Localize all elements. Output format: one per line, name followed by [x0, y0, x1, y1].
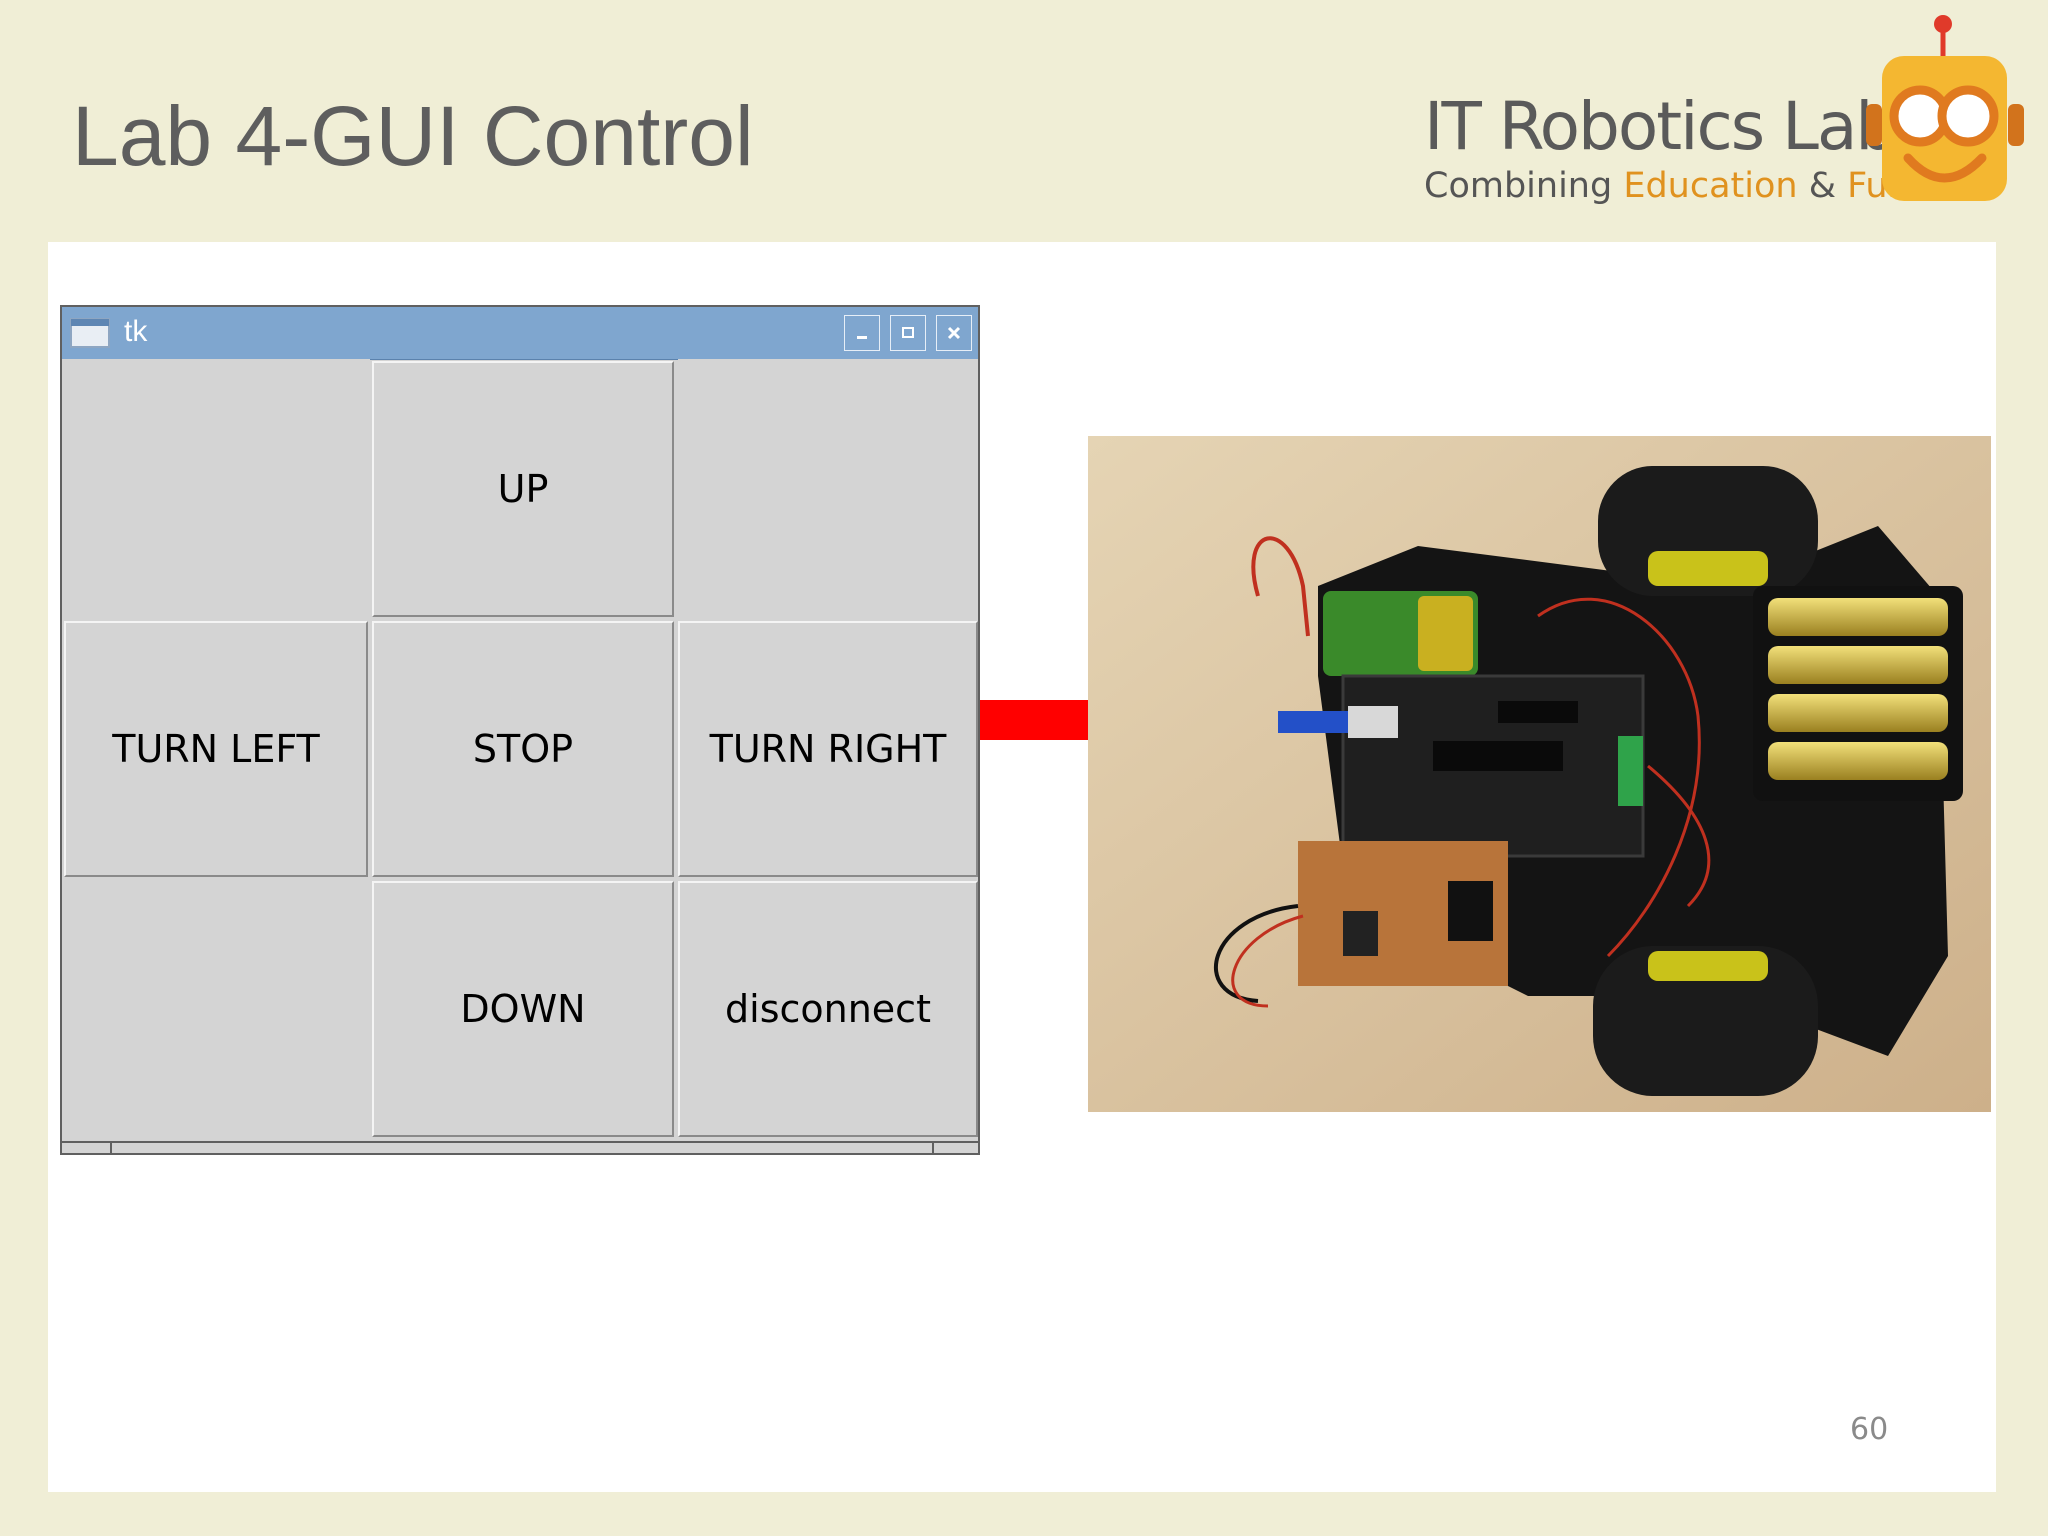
close-button[interactable] — [936, 315, 972, 351]
robot-car-photo — [1088, 436, 1991, 1112]
window-bottom-edge — [62, 1141, 978, 1153]
button-grid: UP TURN LEFT STOP TURN RIGHT DOWN discon… — [62, 359, 978, 1145]
empty-cell-top-right — [678, 359, 978, 621]
app-window-icon — [70, 318, 110, 348]
turn-right-button[interactable]: TURN RIGHT — [678, 621, 978, 877]
minimize-icon — [857, 336, 867, 339]
close-icon — [947, 326, 961, 340]
tk-window: tk UP TURN LEFT STOP TURN RIGHT DOWN dis… — [60, 305, 980, 1155]
maximize-icon — [902, 327, 914, 338]
maximize-button[interactable] — [890, 315, 926, 351]
logo-tagline-education: Education — [1623, 166, 1798, 206]
page-number: 60 — [1850, 1412, 1889, 1447]
logo-tagline: Combining Education & Fun — [1424, 166, 1910, 206]
logo-tagline-text-1: Combining — [1424, 166, 1624, 206]
robot-car-image — [1088, 436, 1991, 1112]
logo-name: IT Robotics Lab — [1424, 88, 1897, 165]
minimize-button[interactable] — [844, 315, 880, 351]
it-robotics-lab-logo: IT Robotics Lab Combining Education & Fu… — [1420, 8, 2040, 213]
stop-button[interactable]: STOP — [372, 621, 674, 877]
empty-cell-bottom-left — [62, 881, 370, 1139]
up-button[interactable]: UP — [372, 361, 674, 617]
robot-mascot-icon — [1866, 15, 2024, 201]
empty-cell-top-left — [62, 359, 370, 621]
window-title: tk — [124, 315, 148, 348]
window-titlebar[interactable]: tk — [62, 307, 978, 360]
turn-left-button[interactable]: TURN LEFT — [64, 621, 368, 877]
slide-title: Lab 4-GUI Control — [72, 89, 754, 183]
disconnect-button[interactable]: disconnect — [678, 881, 978, 1137]
down-button[interactable]: DOWN — [372, 881, 674, 1137]
logo-tagline-text-2: & — [1797, 166, 1848, 206]
